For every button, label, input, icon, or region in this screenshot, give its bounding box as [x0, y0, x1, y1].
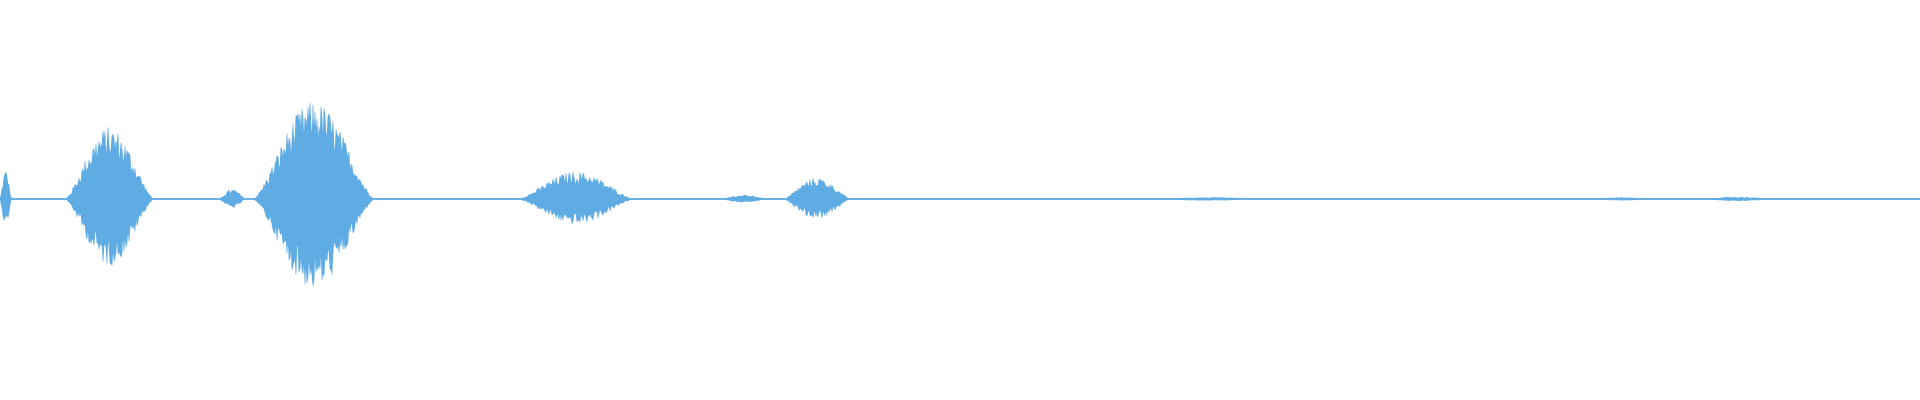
waveform-amplitude-path — [0, 102, 1920, 286]
